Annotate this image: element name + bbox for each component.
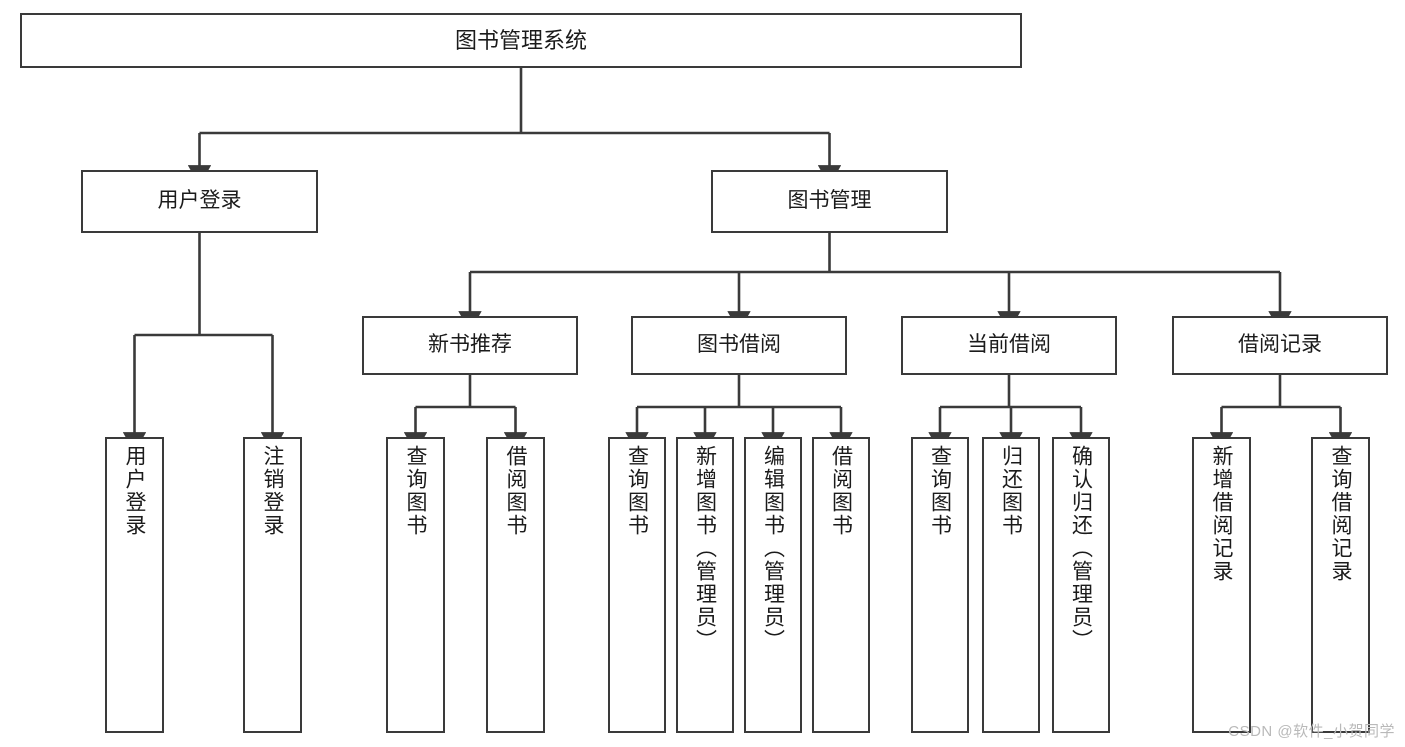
node-leaf-return[interactable]: 归还图书 bbox=[982, 437, 1040, 733]
node-label: 查询图书 bbox=[404, 445, 427, 537]
node-user-login[interactable]: 用户登录 bbox=[81, 170, 318, 233]
node-label: 当前借阅 bbox=[967, 333, 1051, 357]
node-label: 查询图书 bbox=[625, 445, 649, 537]
node-current-borrow[interactable]: 当前借阅 bbox=[901, 316, 1117, 375]
node-label: 归还图书 bbox=[999, 445, 1023, 537]
node-label: 新增图书（管理员） bbox=[693, 445, 717, 652]
node-leaf-logout[interactable]: 注销登录 bbox=[243, 437, 302, 733]
node-label: 图书借阅 bbox=[697, 333, 781, 357]
node-label: 图书管理 bbox=[787, 189, 872, 213]
node-book-borrow[interactable]: 图书借阅 bbox=[631, 316, 847, 375]
node-leaf-borrow-2[interactable]: 借阅图书 bbox=[812, 437, 870, 733]
node-leaf-user-login[interactable]: 用户登录 bbox=[105, 437, 164, 733]
node-leaf-query-rec[interactable]: 查询借阅记录 bbox=[1311, 437, 1370, 733]
node-leaf-query-1[interactable]: 查询图书 bbox=[386, 437, 445, 733]
node-leaf-borrow-1[interactable]: 借阅图书 bbox=[486, 437, 545, 733]
node-book-manage[interactable]: 图书管理 bbox=[711, 170, 948, 233]
node-leaf-query-3[interactable]: 查询图书 bbox=[911, 437, 969, 733]
node-label: 查询图书 bbox=[928, 445, 952, 537]
node-label: 注销登录 bbox=[261, 445, 284, 537]
node-borrow-record[interactable]: 借阅记录 bbox=[1172, 316, 1388, 375]
node-label: 用户登录 bbox=[123, 445, 146, 537]
node-leaf-query-2[interactable]: 查询图书 bbox=[608, 437, 666, 733]
node-label: 借阅图书 bbox=[504, 445, 527, 537]
node-label: 图书管理系统 bbox=[454, 27, 587, 53]
node-label: 用户登录 bbox=[157, 189, 242, 213]
node-leaf-edit-book[interactable]: 编辑图书（管理员） bbox=[744, 437, 802, 733]
node-label: 新书推荐 bbox=[428, 333, 512, 357]
node-label: 查询借阅记录 bbox=[1329, 445, 1352, 583]
node-leaf-add-book[interactable]: 新增图书（管理员） bbox=[676, 437, 734, 733]
node-label: 确认归还（管理员） bbox=[1069, 445, 1093, 652]
node-new-book-rec[interactable]: 新书推荐 bbox=[362, 316, 578, 375]
node-label: 借阅图书 bbox=[829, 445, 853, 537]
node-leaf-add-rec[interactable]: 新增借阅记录 bbox=[1192, 437, 1251, 733]
node-label: 编辑图书（管理员） bbox=[761, 445, 785, 652]
node-label: 新增借阅记录 bbox=[1210, 445, 1233, 583]
node-root[interactable]: 图书管理系统 bbox=[20, 13, 1022, 68]
node-label: 借阅记录 bbox=[1238, 333, 1322, 357]
node-leaf-confirm[interactable]: 确认归还（管理员） bbox=[1052, 437, 1110, 733]
